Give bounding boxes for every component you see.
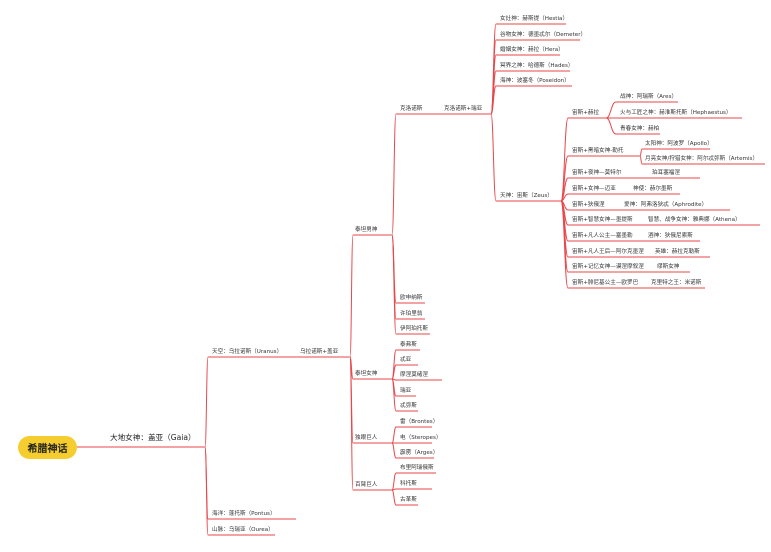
- node-heracles[interactable]: 英雄：赫拉克勒斯: [655, 249, 700, 255]
- connector-44: [639, 148, 710, 157]
- connector-12: [391, 234, 430, 335]
- node-cronus[interactable]: 克洛诺斯: [400, 106, 423, 112]
- node-hermes[interactable]: 神使：赫尔墨斯: [633, 186, 673, 192]
- node-zeus-maia[interactable]: 宙斯+女神—迈亚: [572, 186, 616, 192]
- node-zeus-leto[interactable]: 宙斯+黑暗女神-勒托: [572, 148, 624, 154]
- connector-14: [391, 364, 418, 380]
- connector-10: [391, 234, 425, 304]
- node-iapetus[interactable]: 伊阿珀托斯: [400, 326, 428, 332]
- connector-29: [490, 85, 572, 115]
- connector-20: [391, 442, 434, 459]
- connector-40: [560, 200, 647, 289]
- node-zeus-hera[interactable]: 宙斯+赫拉: [572, 110, 600, 116]
- node-ourea[interactable]: 山脉：乌瑞亚（Ourea）: [212, 527, 274, 533]
- node-hera[interactable]: 婚姻女神：赫拉（Hera）: [500, 47, 564, 53]
- connector-34: [560, 193, 620, 202]
- connector-22: [391, 488, 432, 491]
- connector-1: [204, 356, 294, 448]
- node-hekatoncheires[interactable]: 百臂巨人: [355, 482, 378, 488]
- connector-18: [391, 426, 432, 444]
- node-steropes[interactable]: 电（Steropes）: [400, 435, 442, 441]
- connector-30: [490, 113, 561, 202]
- connector-21: [391, 472, 436, 491]
- connector-41: [605, 101, 678, 119]
- node-dionysus[interactable]: 酒神：狄俄尼索斯: [648, 233, 693, 239]
- node-zeus-alcmene[interactable]: 宙斯+凡人王后—阿尔克墨涅: [572, 249, 644, 255]
- connector-17: [391, 378, 418, 412]
- node-titaness-2[interactable]: 忒亚: [400, 357, 412, 363]
- node-zeus-europa[interactable]: 宙斯+腓尼基公主—欧罗巴: [572, 280, 639, 286]
- connector-45: [639, 155, 765, 165]
- node-hades[interactable]: 冥界之神：哈德斯（Hades）: [500, 63, 574, 69]
- node-demeter[interactable]: 谷物女神：德墨忒尔（Demeter）: [500, 32, 587, 38]
- connector-9: [391, 113, 436, 236]
- node-apollo[interactable]: 太阳神：阿波罗（Apollo）: [645, 141, 713, 147]
- connector-15: [391, 378, 442, 381]
- node-titaness-5[interactable]: 忒弥斯: [400, 403, 417, 409]
- node-brontes[interactable]: 雷（Brontes）: [400, 419, 439, 425]
- node-oceanus[interactable]: 欧申纳斯: [400, 295, 423, 301]
- connector-5: [349, 234, 392, 358]
- node-titans-female[interactable]: 泰坦女神: [355, 371, 378, 377]
- root-node[interactable]: 希腊神话: [18, 436, 77, 459]
- node-muses[interactable]: 缪斯女神: [657, 264, 680, 270]
- node-uranus-gaia[interactable]: 乌拉诺斯+盖亚: [300, 349, 339, 355]
- node-artemis[interactable]: 月亮女神/狩猎女神：阿尔忒弥斯（Artemis）: [645, 156, 759, 162]
- node-hyperion[interactable]: 许珀里翁: [400, 311, 423, 317]
- node-zeus-nyx[interactable]: 宙斯+夜神—莫特尔: [572, 170, 622, 176]
- connector-8: [349, 356, 392, 491]
- connector-3: [204, 446, 275, 536]
- node-persephone[interactable]: 珀耳塞福涅: [652, 170, 680, 176]
- node-poseidon[interactable]: 海神：波塞冬（Poseidon）: [500, 78, 570, 84]
- node-zeus-dione[interactable]: 宙斯+狄俄涅: [572, 202, 605, 208]
- node-titaness-3[interactable]: 摩涅莫绪涅: [400, 372, 428, 378]
- node-titaness-4[interactable]: 瑞亚: [400, 388, 412, 394]
- node-ares[interactable]: 战神：阿瑞斯（Ares）: [620, 94, 678, 100]
- connector-7: [349, 356, 392, 444]
- node-hekaton-2[interactable]: 科托斯: [400, 481, 417, 487]
- connector-23: [391, 489, 418, 506]
- node-hekaton-1[interactable]: 布里阿瑞俄斯: [400, 465, 434, 471]
- node-cyclopes[interactable]: 独眼巨人: [355, 435, 378, 441]
- node-athena[interactable]: 智慧、战争女神：雅典娜（Athena）: [648, 217, 741, 223]
- node-zeus-metis[interactable]: 宙斯+智慧女神—墨提斯: [572, 217, 633, 223]
- node-zeus[interactable]: 天神：宙斯（Zeus）: [500, 193, 553, 199]
- node-hekaton-3[interactable]: 古革斯: [400, 497, 417, 503]
- node-minos[interactable]: 克里特之王：米诺斯: [651, 280, 702, 286]
- node-zeus-mnemosyne[interactable]: 宙斯+记忆女神—谟涅摩叙涅: [572, 264, 644, 270]
- node-hephaestus[interactable]: 火与工匠之神：赫淮斯托斯（Hephaestus）: [620, 110, 732, 116]
- node-zeus-semele[interactable]: 宙斯+凡人公主—塞墨勒: [572, 233, 633, 239]
- connector-2: [204, 446, 296, 520]
- node-hebe[interactable]: 青春女神：赫柏: [620, 126, 660, 132]
- node-arges[interactable]: 霹雳（Arges）: [400, 450, 439, 456]
- connector-43: [605, 117, 660, 135]
- node-hestia[interactable]: 女灶神：赫斯提（Hestia）: [500, 16, 569, 22]
- node-pontus[interactable]: 海洋：蓬托斯（Pontus）: [212, 511, 276, 517]
- node-gaia[interactable]: 大地女神：盖亚（Gaia）: [110, 433, 196, 442]
- node-uranus[interactable]: 天空：乌拉诺斯（Uranus）: [212, 349, 283, 355]
- node-titaness-1[interactable]: 泰弗斯: [400, 342, 417, 348]
- node-cronus-rhea[interactable]: 克洛诺斯+瑞亚: [444, 106, 483, 112]
- connector-6: [349, 356, 392, 380]
- node-titans-male[interactable]: 泰坦男神: [355, 227, 378, 233]
- connector-11: [391, 234, 425, 320]
- node-aphrodite[interactable]: 爱神：阿弗洛狄忒（Aphrodite）: [624, 202, 708, 208]
